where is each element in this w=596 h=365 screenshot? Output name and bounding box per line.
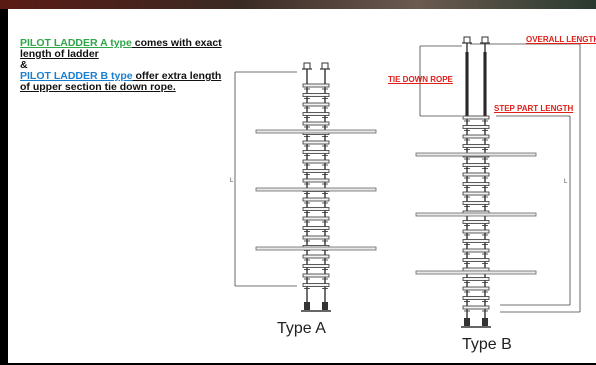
ladder-step <box>462 201 490 205</box>
spreader-bar <box>255 129 377 134</box>
ladder-step <box>302 216 330 221</box>
ladder-step <box>302 226 330 230</box>
top-shackle <box>463 36 471 44</box>
bottom-weight <box>482 318 488 326</box>
ladder-step <box>302 197 330 202</box>
top-banner-strip <box>0 0 596 9</box>
ladder-step <box>462 296 490 300</box>
spreader-bar <box>255 246 377 251</box>
ladder-step <box>302 178 330 183</box>
ladder-step <box>462 305 490 310</box>
svg-text:L: L <box>230 178 234 184</box>
ladder-step <box>302 254 330 259</box>
ladder-step <box>302 159 330 164</box>
spreader-bar <box>415 212 537 217</box>
ladder-b-desc-2: of upper section tie down rope. <box>20 81 176 93</box>
ladder-step <box>302 93 330 97</box>
top-shackle <box>481 36 489 44</box>
ladder-step <box>302 207 330 211</box>
ladder-step <box>462 239 490 243</box>
ladder-step <box>462 267 490 272</box>
ampersand: & <box>20 59 28 71</box>
ladder-step <box>462 191 490 196</box>
spreader-bar <box>255 187 377 192</box>
ladder-step <box>302 273 330 278</box>
ladder-step <box>302 140 330 145</box>
type-b-label: Type B <box>462 336 512 353</box>
bottom-weight <box>322 302 328 310</box>
ladder-step <box>462 144 490 148</box>
ladder-a-desc: comes with exact <box>131 37 222 49</box>
spreader-bar <box>415 270 537 275</box>
ladder-type-b <box>415 36 537 328</box>
top-shackle <box>303 62 311 70</box>
ladder-step <box>462 163 490 167</box>
ladder-step <box>462 115 490 120</box>
svg-text:L: L <box>564 179 568 185</box>
tie-down-rope-label: TIE DOWN ROPE <box>388 75 453 84</box>
ladder-step <box>462 248 490 253</box>
ladder-step <box>302 150 330 154</box>
top-shackle <box>321 62 329 70</box>
ladder-step <box>462 286 490 291</box>
spreader-bar <box>415 152 537 157</box>
ladder-step <box>462 134 490 139</box>
type-a-label: Type A <box>277 320 326 337</box>
ladder-step <box>462 182 490 186</box>
bottom-weight <box>464 318 470 326</box>
ladder-step <box>462 220 490 224</box>
ladder-step <box>302 121 330 126</box>
ladder-step <box>302 264 330 268</box>
ladder-step <box>462 229 490 234</box>
ladder-step <box>462 258 490 262</box>
ladder-b-desc: offer extra length <box>132 70 222 82</box>
step-part-length-label: STEP PART LENGTH <box>494 104 574 113</box>
ladder-description: PILOT LADDER A type comes with exact len… <box>20 38 235 93</box>
ladder-step <box>462 277 490 281</box>
type-b-dimensions: L <box>419 43 581 313</box>
type-a-length-dimension: L <box>230 71 297 287</box>
ladder-step <box>302 283 330 287</box>
overall-length-label: OVERALL LENGTH <box>526 35 596 44</box>
bottom-weight <box>304 302 310 310</box>
ladder-step <box>302 102 330 107</box>
ladder-step <box>302 169 330 173</box>
ladder-a-name: PILOT LADDER A type <box>20 37 132 49</box>
ladder-a-desc-2: length of ladder <box>20 48 99 60</box>
ladder-step <box>302 83 330 88</box>
ladder-step <box>462 172 490 177</box>
diagram-panel <box>8 9 596 363</box>
ladder-step <box>302 112 330 116</box>
ladder-step <box>302 235 330 240</box>
ladder-type-a <box>255 62 377 312</box>
ladder-step <box>462 125 490 129</box>
ladder-b-name: PILOT LADDER B type <box>20 70 133 82</box>
